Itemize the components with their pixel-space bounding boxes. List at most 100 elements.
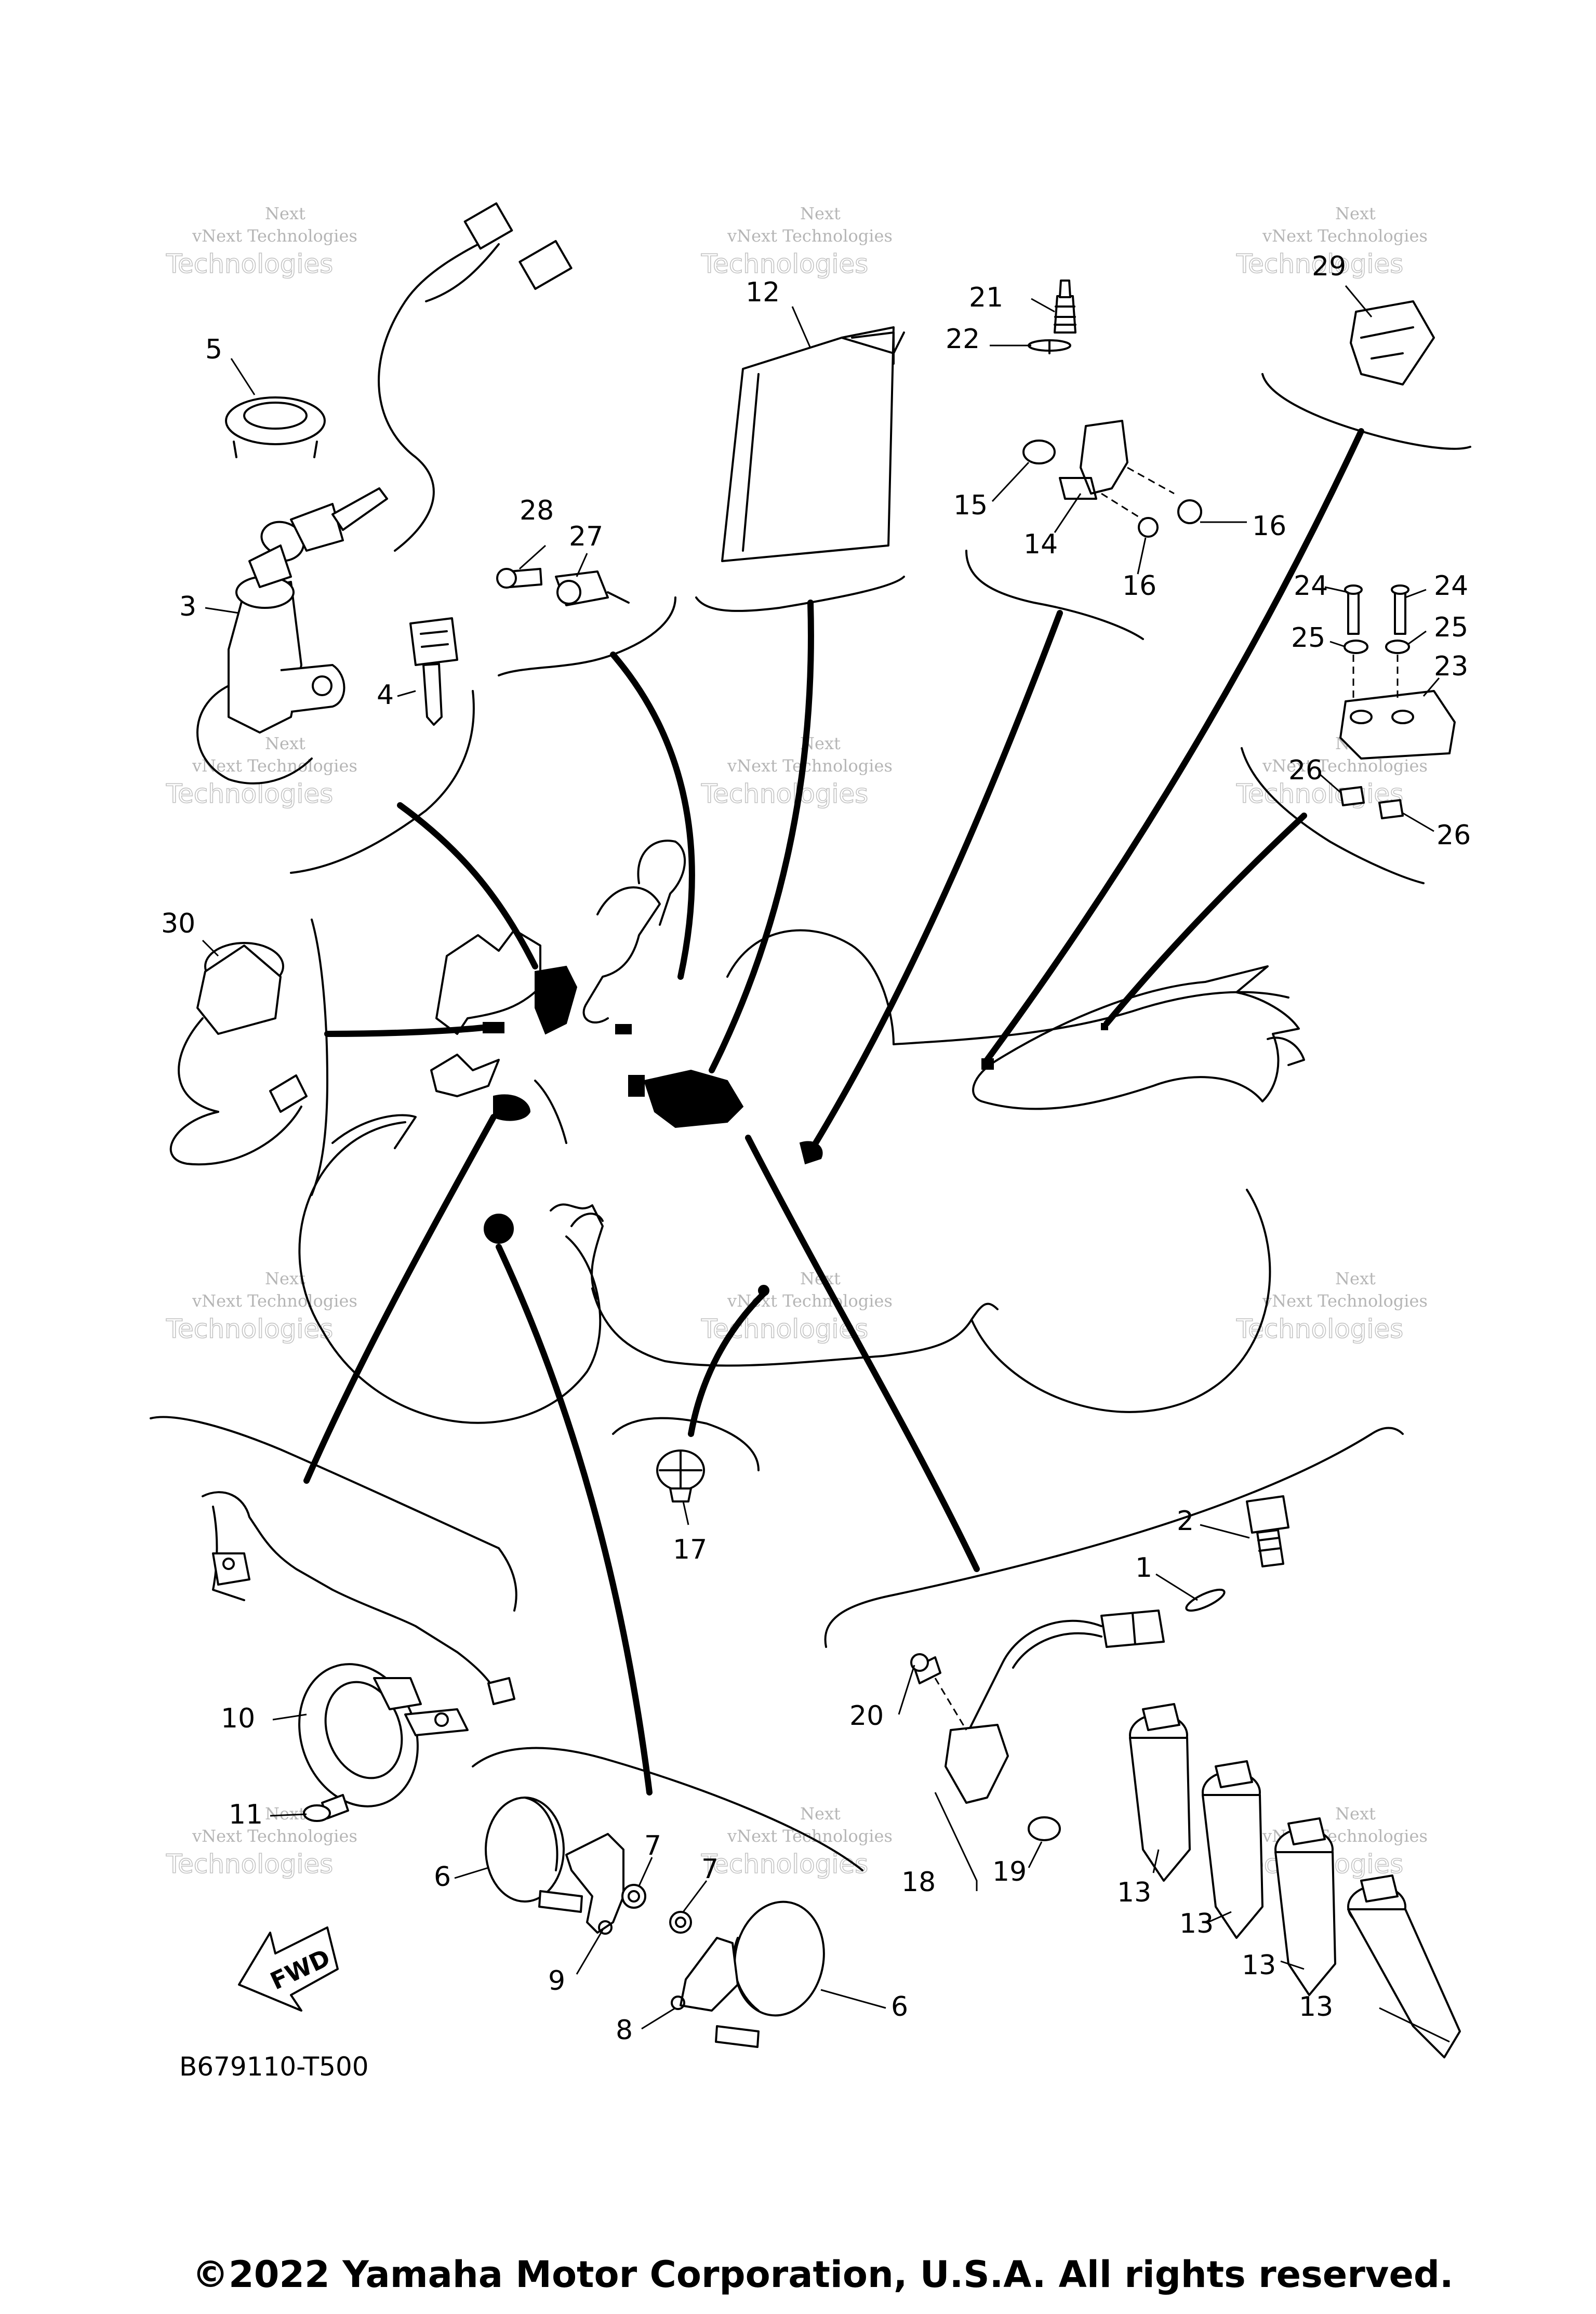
watermark-line2: Technologies <box>701 249 868 279</box>
boundary-sensor-23-group <box>1241 747 1425 884</box>
washer-25 <box>1385 640 1410 654</box>
watermark-line2: Technologies <box>166 1849 333 1879</box>
boundary-sensor-27-group <box>498 596 676 676</box>
ignition-switch-wire <box>196 685 313 784</box>
boundary-coil-group <box>824 1427 1404 1648</box>
lead-ignition <box>397 802 538 969</box>
callout-16a: 16 <box>1252 511 1286 542</box>
leader <box>1422 677 1440 697</box>
horn-disc <box>298 1663 419 1807</box>
frame-outline <box>893 991 1289 1045</box>
leader <box>1407 630 1427 645</box>
callout-6b: 6 <box>891 1991 908 2023</box>
seal-part <box>225 396 326 458</box>
bracket-9 <box>565 1833 624 1934</box>
sensor-23-hole <box>1391 710 1414 724</box>
leader <box>1137 537 1147 575</box>
callout-10: 10 <box>221 1703 255 1734</box>
key-head-detail <box>420 630 449 648</box>
fork-outline <box>534 1080 567 1144</box>
callout-9: 9 <box>548 1965 565 1997</box>
watermark-overlay: Next <box>265 204 305 223</box>
horn-disc-inner <box>324 1681 403 1779</box>
handlebar-outline <box>582 886 661 1024</box>
horn-6-rim <box>524 1797 558 1871</box>
watermark-line2: Technologies <box>166 249 333 279</box>
harness-wire <box>425 243 500 302</box>
harness-wire <box>378 233 500 552</box>
callout-11: 11 <box>229 1799 263 1830</box>
horn-assembly-right <box>669 1900 825 2048</box>
horn-mount <box>493 1094 531 1121</box>
callout-22: 22 <box>946 324 980 355</box>
bracket-hole <box>222 1558 235 1570</box>
spark-plug-assembly <box>1028 280 1076 354</box>
sensor-23-hole <box>1350 710 1373 724</box>
lead-relay-29 <box>984 428 1364 1063</box>
forward-arrow: FWD <box>238 1926 339 2012</box>
connector-mark <box>615 1024 632 1034</box>
lead-sensor-14 <box>813 610 1063 1146</box>
gasket-1-ring <box>1185 1588 1226 1612</box>
watermark: Next vNext Technologies Technologies <box>1235 204 1428 280</box>
lead-lines <box>303 428 1364 1796</box>
lead-sensor-23 <box>1103 813 1307 1027</box>
relay-29 <box>1350 300 1435 385</box>
nut-26 <box>1339 786 1365 806</box>
assembly-axis <box>1352 655 1399 701</box>
rear-wheel-outline <box>970 1189 1271 1413</box>
watermark-overlay: Next <box>1335 1269 1376 1288</box>
socket-wire <box>169 1106 302 1166</box>
boundary-horn-group <box>472 1747 863 1871</box>
watermark: Next vNext Technologies Technologies <box>165 1269 357 1345</box>
key-blade <box>422 663 443 726</box>
ecu-connector <box>851 331 895 365</box>
boundary-switch-17-group <box>612 1417 760 1471</box>
ignition-coils <box>1129 1703 1461 2058</box>
ecu-mount <box>643 1069 744 1128</box>
callout-19: 19 <box>992 1856 1027 1887</box>
watermark-line1: vNext Technologies <box>727 226 893 246</box>
watermark-overlay: Next <box>800 1804 841 1824</box>
copyright: ©2022 Yamaha Motor Corporation, U.S.A. A… <box>192 2253 1454 2296</box>
callout-13a: 13 <box>1117 1877 1151 1908</box>
spark-plug-tip <box>1059 280 1071 298</box>
horn-bolt-hole <box>434 1712 449 1727</box>
socket-terminal <box>269 1074 308 1113</box>
watermark-line1: vNext Technologies <box>192 1826 357 1846</box>
leader <box>638 1857 653 1886</box>
ignition-switch-mount <box>535 965 578 1035</box>
boundary-ignition-group <box>290 690 475 874</box>
leader <box>898 1665 915 1715</box>
leader <box>1379 2007 1450 2043</box>
callout-7b: 7 <box>701 1854 719 1885</box>
sensor-18-connector <box>1100 1610 1165 1648</box>
coil-connector <box>1215 1760 1253 1788</box>
sensor-18-body <box>945 1724 1009 1804</box>
sensor-2-body <box>1246 1495 1289 1534</box>
leader <box>641 2007 676 2030</box>
spark-plug-thread <box>1054 305 1076 326</box>
ignition-coil <box>1129 1703 1191 1882</box>
radiator-outline <box>570 1213 604 1227</box>
horn-mount-dot <box>484 1214 514 1244</box>
callout-23: 23 <box>1434 651 1468 682</box>
sensor-14-body <box>1080 420 1128 495</box>
callout-25b: 25 <box>1434 612 1468 643</box>
leader <box>1155 1573 1198 1601</box>
watermark-line1: vNext Technologies <box>192 1291 357 1311</box>
leader <box>1319 773 1341 793</box>
ecu-body <box>721 326 895 562</box>
callout-8: 8 <box>616 2015 633 2046</box>
socket-body <box>196 945 282 1035</box>
switch-17-thread <box>669 1487 692 1502</box>
lead-ecu <box>709 600 814 1073</box>
leader <box>682 1501 689 1525</box>
horn-bolt <box>538 1890 583 1913</box>
harness-connector <box>518 240 573 290</box>
horn-6-right <box>734 1900 825 2017</box>
coil-body <box>1202 1794 1264 1939</box>
ignition-coil <box>1274 1817 1336 1996</box>
callout-12: 12 <box>746 277 780 308</box>
lead-horn <box>496 1244 653 1796</box>
